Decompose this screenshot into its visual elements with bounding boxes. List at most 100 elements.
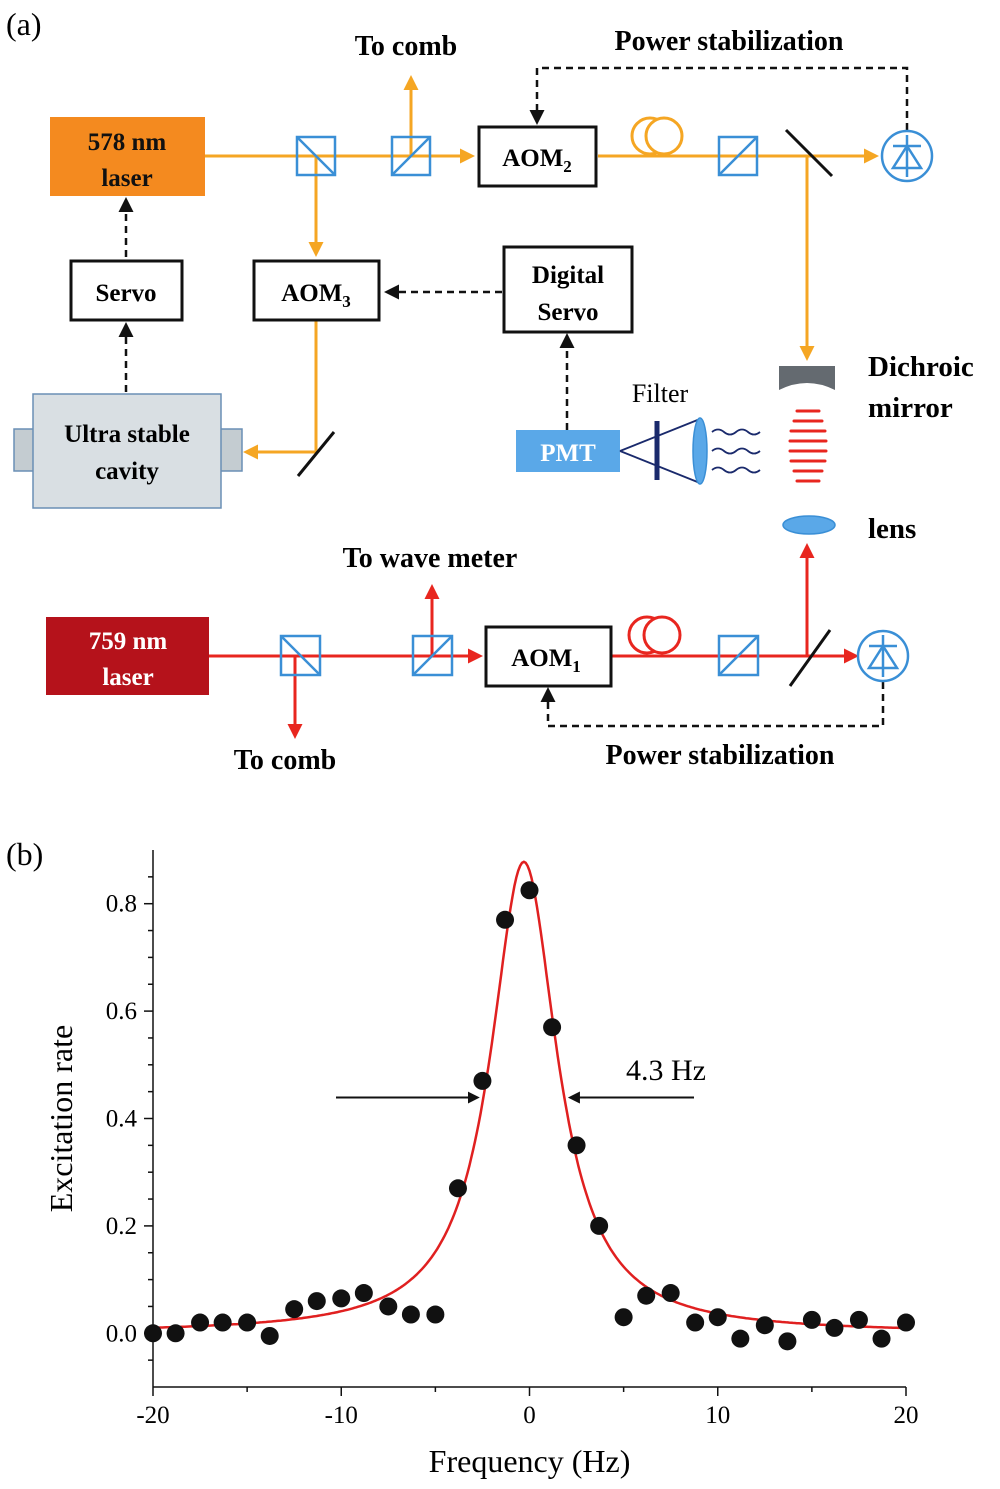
data-point — [379, 1297, 398, 1316]
photodiode-icon — [856, 629, 910, 683]
beam-splitter-icon — [295, 135, 337, 177]
servo-label: Servo — [95, 280, 156, 307]
panel-a-label: (a) — [6, 6, 42, 42]
mirror-icon — [788, 629, 832, 687]
data-point — [496, 910, 515, 929]
mirror-icon — [784, 128, 834, 178]
digital-servo-line1: Digital — [532, 262, 604, 289]
fiber-coil-icon — [627, 615, 682, 655]
data-point — [213, 1313, 232, 1332]
data-point — [520, 881, 539, 900]
to-comb-top-label: To comb — [355, 31, 457, 62]
y-tick-label: 0.6 — [106, 998, 137, 1025]
data-point — [166, 1324, 185, 1343]
data-point — [354, 1284, 373, 1303]
power-stab-top-label: Power stabilization — [615, 26, 844, 57]
beam-splitter-icon — [390, 135, 432, 177]
laser-759-label-line1: 759 nm — [89, 628, 168, 655]
data-point — [307, 1292, 326, 1311]
cavity-label-line1: Ultra stable — [64, 421, 190, 448]
data-point — [448, 1179, 467, 1198]
x-tick-label: 10 — [705, 1402, 730, 1429]
beam-splitter-icon — [717, 135, 759, 177]
beam-splitters-578 — [295, 135, 759, 177]
aom2-label: AOM2 — [502, 145, 572, 176]
panel-b-label: (b) — [6, 836, 43, 872]
data-point — [731, 1329, 750, 1348]
beam-splitter-icon — [717, 634, 760, 677]
data-point — [401, 1305, 420, 1324]
filter-label: Filter — [632, 379, 689, 408]
panel-a: (a) — [6, 6, 974, 776]
red-beam-paths — [209, 543, 859, 739]
cavity-label-line2: cavity — [95, 458, 159, 485]
mirror-icon — [296, 431, 336, 477]
data-point — [661, 1284, 680, 1303]
data-point — [897, 1313, 915, 1332]
pmt-assembly: PMT — [516, 417, 761, 485]
data-point — [614, 1308, 633, 1327]
laser-759-label-line2: laser — [102, 664, 153, 691]
digital-servo-line2: Servo — [537, 299, 598, 326]
laser-578-label-line1: 578 nm — [88, 129, 167, 156]
lorentzian-fit-line — [152, 860, 907, 1330]
x-tick-label: 0 — [523, 1402, 536, 1429]
data-point — [426, 1305, 445, 1324]
photodiode-icon — [880, 129, 934, 183]
y-axis-label: Excitation rate — [43, 1025, 79, 1212]
data-point — [778, 1332, 797, 1351]
data-point — [825, 1318, 844, 1337]
dichroic-label-line2: mirror — [868, 392, 953, 424]
lattice-icon — [788, 409, 828, 483]
aom1-label: AOM1 — [511, 645, 581, 676]
beam-splitter-icon — [411, 634, 454, 677]
digital-servo-box: Digital Servo — [502, 245, 634, 334]
aom2-box: AOM2 — [477, 125, 598, 188]
data-point — [332, 1289, 351, 1308]
laser-578-label-line2: laser — [101, 165, 152, 192]
aom3-box: AOM3 — [252, 259, 381, 322]
dichroic-mirror-icon — [779, 366, 835, 390]
data-point — [686, 1313, 705, 1332]
data-point — [590, 1216, 609, 1235]
servo-box: Servo — [69, 259, 184, 322]
y-tick-label: 0.4 — [106, 1106, 138, 1133]
y-tick-label: 0.8 — [106, 891, 137, 918]
ultra-stable-cavity: Ultra stable cavity — [13, 393, 243, 509]
dichroic-label-line1: Dichroic — [868, 351, 974, 383]
data-point — [802, 1310, 821, 1329]
lens-icon — [782, 515, 836, 535]
fiber-coil-icon — [630, 116, 684, 156]
data-point — [708, 1308, 727, 1327]
to-comb-bottom-label: To comb — [234, 745, 336, 776]
data-point — [755, 1316, 774, 1335]
data-point — [872, 1329, 891, 1348]
data-point — [144, 1324, 162, 1343]
data-point — [260, 1326, 279, 1345]
data-point — [849, 1310, 868, 1329]
beam-splitter-icon — [279, 634, 322, 677]
laser-759: 759 nm laser — [46, 617, 209, 695]
beam-splitters-759 — [279, 634, 760, 677]
fluorescence-wave-icon — [711, 428, 761, 474]
control-lines — [118, 66, 909, 728]
laser-578: 578 nm laser — [50, 117, 205, 196]
x-tick-label: 20 — [894, 1402, 919, 1429]
aom3-label: AOM3 — [281, 280, 351, 311]
data-point — [637, 1286, 656, 1305]
lens-label: lens — [868, 513, 916, 545]
y-tick-label: 0.0 — [106, 1320, 137, 1347]
data-point — [543, 1018, 562, 1037]
orange-beam-paths — [205, 75, 879, 460]
fwhm-annotation: 4.3 Hz — [626, 1054, 706, 1087]
x-tick-label: -10 — [325, 1402, 358, 1429]
to-wave-meter-label: To wave meter — [343, 543, 518, 574]
data-point — [285, 1300, 304, 1319]
data-point — [567, 1136, 586, 1155]
power-stab-bottom-label: Power stabilization — [606, 740, 835, 771]
data-point — [473, 1071, 492, 1090]
aom1-box: AOM1 — [484, 625, 613, 688]
data-point — [238, 1313, 257, 1332]
